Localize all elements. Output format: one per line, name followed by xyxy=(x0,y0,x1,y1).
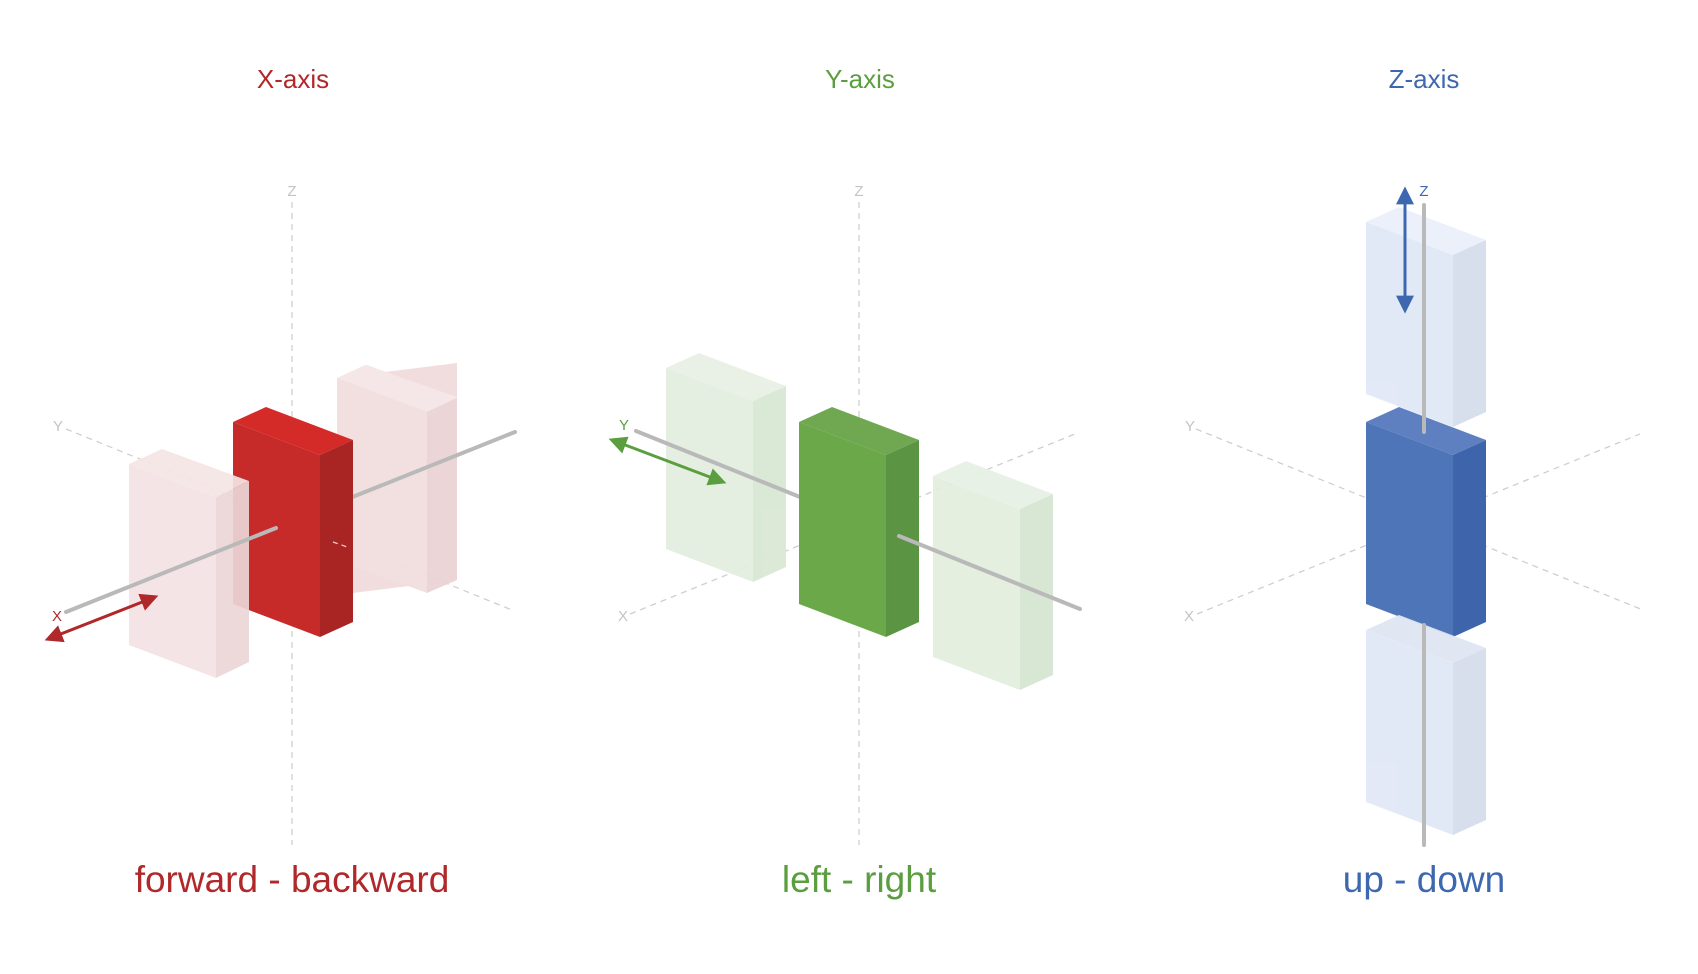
y-axis-label: Y xyxy=(53,418,63,435)
x-axis-label: X xyxy=(1184,608,1194,625)
y-axis-label: Y xyxy=(1185,418,1195,435)
y-axis-label: Y xyxy=(619,417,629,434)
rod xyxy=(348,430,517,500)
z-axis-label: Z xyxy=(1419,183,1428,200)
panel-caption: forward - backward xyxy=(135,859,450,900)
reference-axes xyxy=(1195,428,1644,615)
double-arrow-icon xyxy=(44,593,159,643)
ghost-block-left xyxy=(666,353,786,582)
panel-z-axis: Z-axis Y X Z up - do xyxy=(1184,64,1644,900)
rod xyxy=(897,534,1082,611)
x-axis-label: X xyxy=(52,608,62,625)
z-axis-label: Z xyxy=(287,183,296,200)
active-block xyxy=(1366,407,1486,637)
panel-x-axis: X-axis Z Y xyxy=(44,64,517,900)
double-arrow-icon xyxy=(608,436,727,486)
ghost-block-top xyxy=(1366,207,1486,427)
panel-title: Y-axis xyxy=(825,64,895,94)
active-block xyxy=(233,407,353,637)
panel-caption: left - right xyxy=(782,859,937,900)
panel-y-axis: Y-axis Z X Y l xyxy=(608,64,1082,900)
x-axis-label: X xyxy=(618,608,628,625)
panel-title: Z-axis xyxy=(1389,64,1460,94)
panel-caption: up - down xyxy=(1343,859,1506,900)
z-axis-label: Z xyxy=(854,183,863,200)
panel-title: X-axis xyxy=(257,64,329,94)
active-block xyxy=(799,407,919,637)
